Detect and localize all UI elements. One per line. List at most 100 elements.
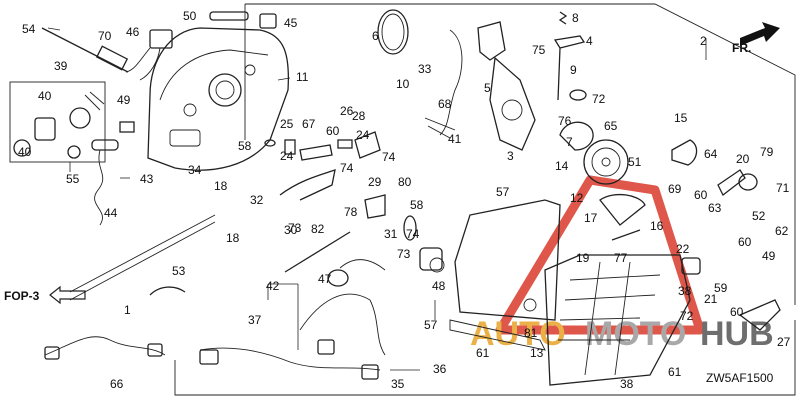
control-case-part bbox=[147, 27, 290, 171]
reference-arrow: FOP-3 bbox=[4, 285, 86, 305]
callout-60: 60 bbox=[738, 235, 752, 249]
callout-10: 10 bbox=[396, 77, 410, 91]
callout-58: 58 bbox=[410, 198, 424, 212]
bracket-lever-part bbox=[738, 299, 781, 331]
callout-leaders bbox=[47, 27, 707, 371]
side-plate-part bbox=[449, 199, 561, 351]
callout-28: 28 bbox=[352, 109, 366, 123]
callout-30: 30 bbox=[284, 223, 298, 237]
callout-15: 15 bbox=[674, 111, 688, 125]
callout-61: 61 bbox=[476, 346, 490, 360]
grommet-part bbox=[149, 286, 186, 296]
lanyard-part bbox=[67, 121, 135, 226]
callout-18: 18 bbox=[226, 231, 240, 245]
callout-34: 34 bbox=[188, 163, 202, 177]
rod-bracket-part bbox=[279, 169, 336, 201]
front-label: FR. bbox=[732, 41, 751, 55]
grommet-small-part bbox=[327, 269, 349, 287]
bracket-part bbox=[553, 35, 586, 101]
clip-ring-part bbox=[569, 89, 587, 101]
bolt-rod-part bbox=[41, 27, 129, 73]
ring-part bbox=[377, 9, 409, 55]
watermark-text-left: AUTO bbox=[470, 315, 566, 353]
callout-80: 80 bbox=[398, 175, 412, 189]
callout-36: 36 bbox=[433, 362, 447, 376]
callout-40: 40 bbox=[38, 89, 52, 103]
callout-57: 57 bbox=[496, 185, 510, 199]
cam-part bbox=[671, 139, 698, 166]
callout-20: 20 bbox=[736, 152, 750, 166]
callout-54: 54 bbox=[22, 22, 36, 36]
callout-44: 44 bbox=[104, 206, 118, 220]
callout-72: 72 bbox=[680, 309, 694, 323]
spring-part bbox=[558, 11, 568, 25]
callout-59: 59 bbox=[714, 281, 728, 295]
callout-45: 45 bbox=[284, 16, 298, 30]
pad-part bbox=[209, 11, 249, 21]
callout-66: 66 bbox=[110, 377, 124, 391]
callout-38: 38 bbox=[678, 284, 692, 298]
callout-76: 76 bbox=[558, 114, 572, 128]
throttle-cable-part bbox=[69, 214, 216, 301]
callout-21: 21 bbox=[704, 292, 718, 306]
gear-part bbox=[583, 139, 629, 185]
callout-51: 51 bbox=[628, 155, 642, 169]
callout-60: 60 bbox=[694, 188, 708, 202]
harness-part bbox=[44, 336, 166, 356]
callout-13: 13 bbox=[530, 346, 544, 360]
cam-plate-part bbox=[559, 121, 594, 151]
cable-end-part bbox=[424, 117, 456, 139]
callout-48: 48 bbox=[432, 279, 446, 293]
callout-40: 40 bbox=[18, 145, 32, 159]
callout-32: 32 bbox=[250, 193, 264, 207]
stud-part bbox=[403, 215, 417, 241]
front-direction-arrow: FR. bbox=[732, 22, 780, 55]
callout-75: 75 bbox=[532, 43, 546, 57]
callout-77: 77 bbox=[614, 251, 628, 265]
callout-2: 2 bbox=[700, 34, 707, 48]
callout-46: 46 bbox=[126, 25, 140, 39]
callout-74: 74 bbox=[406, 227, 420, 241]
callout-82: 82 bbox=[311, 222, 325, 236]
callout-72: 72 bbox=[592, 92, 606, 106]
callout-27: 27 bbox=[777, 335, 791, 349]
callout-78: 78 bbox=[344, 205, 358, 219]
callout-42: 42 bbox=[266, 279, 280, 293]
callout-49: 49 bbox=[762, 249, 776, 263]
callout-73: 73 bbox=[288, 221, 302, 235]
callout-58: 58 bbox=[238, 139, 252, 153]
callout-74: 74 bbox=[340, 161, 354, 175]
neutral-switch-part bbox=[681, 257, 701, 275]
cable-part bbox=[439, 29, 463, 136]
callout-60: 60 bbox=[326, 124, 340, 138]
callout-5: 5 bbox=[484, 81, 491, 95]
callout-43: 43 bbox=[140, 172, 154, 186]
callout-37: 37 bbox=[248, 313, 262, 327]
callout-24: 24 bbox=[356, 128, 370, 142]
callout-7: 7 bbox=[566, 135, 573, 149]
callout-6: 6 bbox=[372, 29, 379, 43]
callout-61: 61 bbox=[668, 365, 682, 379]
callout-60: 60 bbox=[730, 305, 744, 319]
callout-53: 53 bbox=[172, 264, 186, 278]
callout-71: 71 bbox=[776, 181, 790, 195]
callout-31: 31 bbox=[384, 227, 398, 241]
callout-67: 67 bbox=[302, 117, 316, 131]
diagram-code: ZW5AF1500 bbox=[706, 371, 774, 385]
lever-part bbox=[477, 21, 536, 151]
callout-41: 41 bbox=[448, 132, 462, 146]
harness-lead-part bbox=[339, 259, 386, 271]
callout-79: 79 bbox=[760, 145, 774, 159]
main-harness-part bbox=[199, 347, 381, 371]
callout-52: 52 bbox=[752, 209, 766, 223]
watermark-text-right: HUB bbox=[700, 315, 774, 353]
callout-14: 14 bbox=[555, 159, 569, 173]
callout-39: 39 bbox=[54, 59, 68, 73]
callout-38: 38 bbox=[620, 377, 634, 391]
small-fasteners bbox=[264, 131, 381, 161]
callout-64: 64 bbox=[704, 147, 718, 161]
switch-body-part bbox=[419, 247, 445, 273]
